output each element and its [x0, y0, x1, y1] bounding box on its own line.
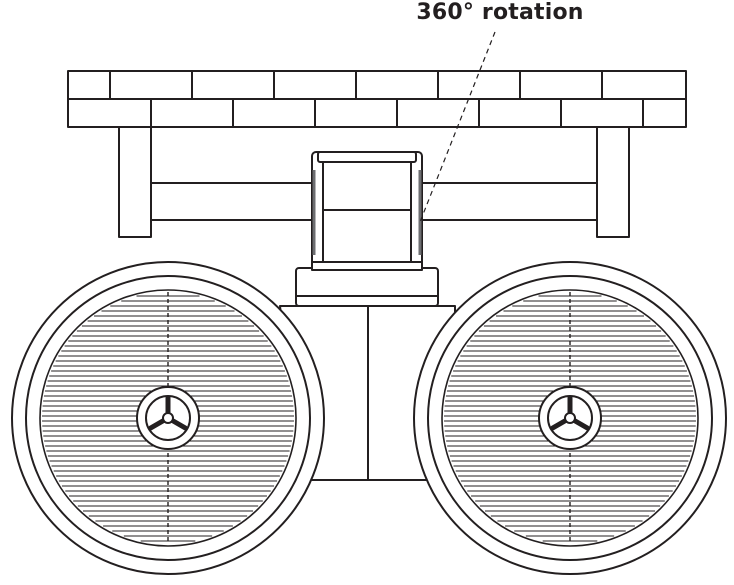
- speaker-right: [413, 261, 727, 575]
- rail-joints-top: [109, 71, 603, 99]
- mounting-rail: [67, 70, 687, 128]
- rotation-leader-line: [419, 31, 496, 223]
- swivel-clamp: [295, 151, 439, 307]
- speaker-left: [11, 261, 325, 575]
- rotation-callout-label: 360° rotation: [416, 0, 584, 25]
- rail-joints-bottom: [150, 99, 644, 127]
